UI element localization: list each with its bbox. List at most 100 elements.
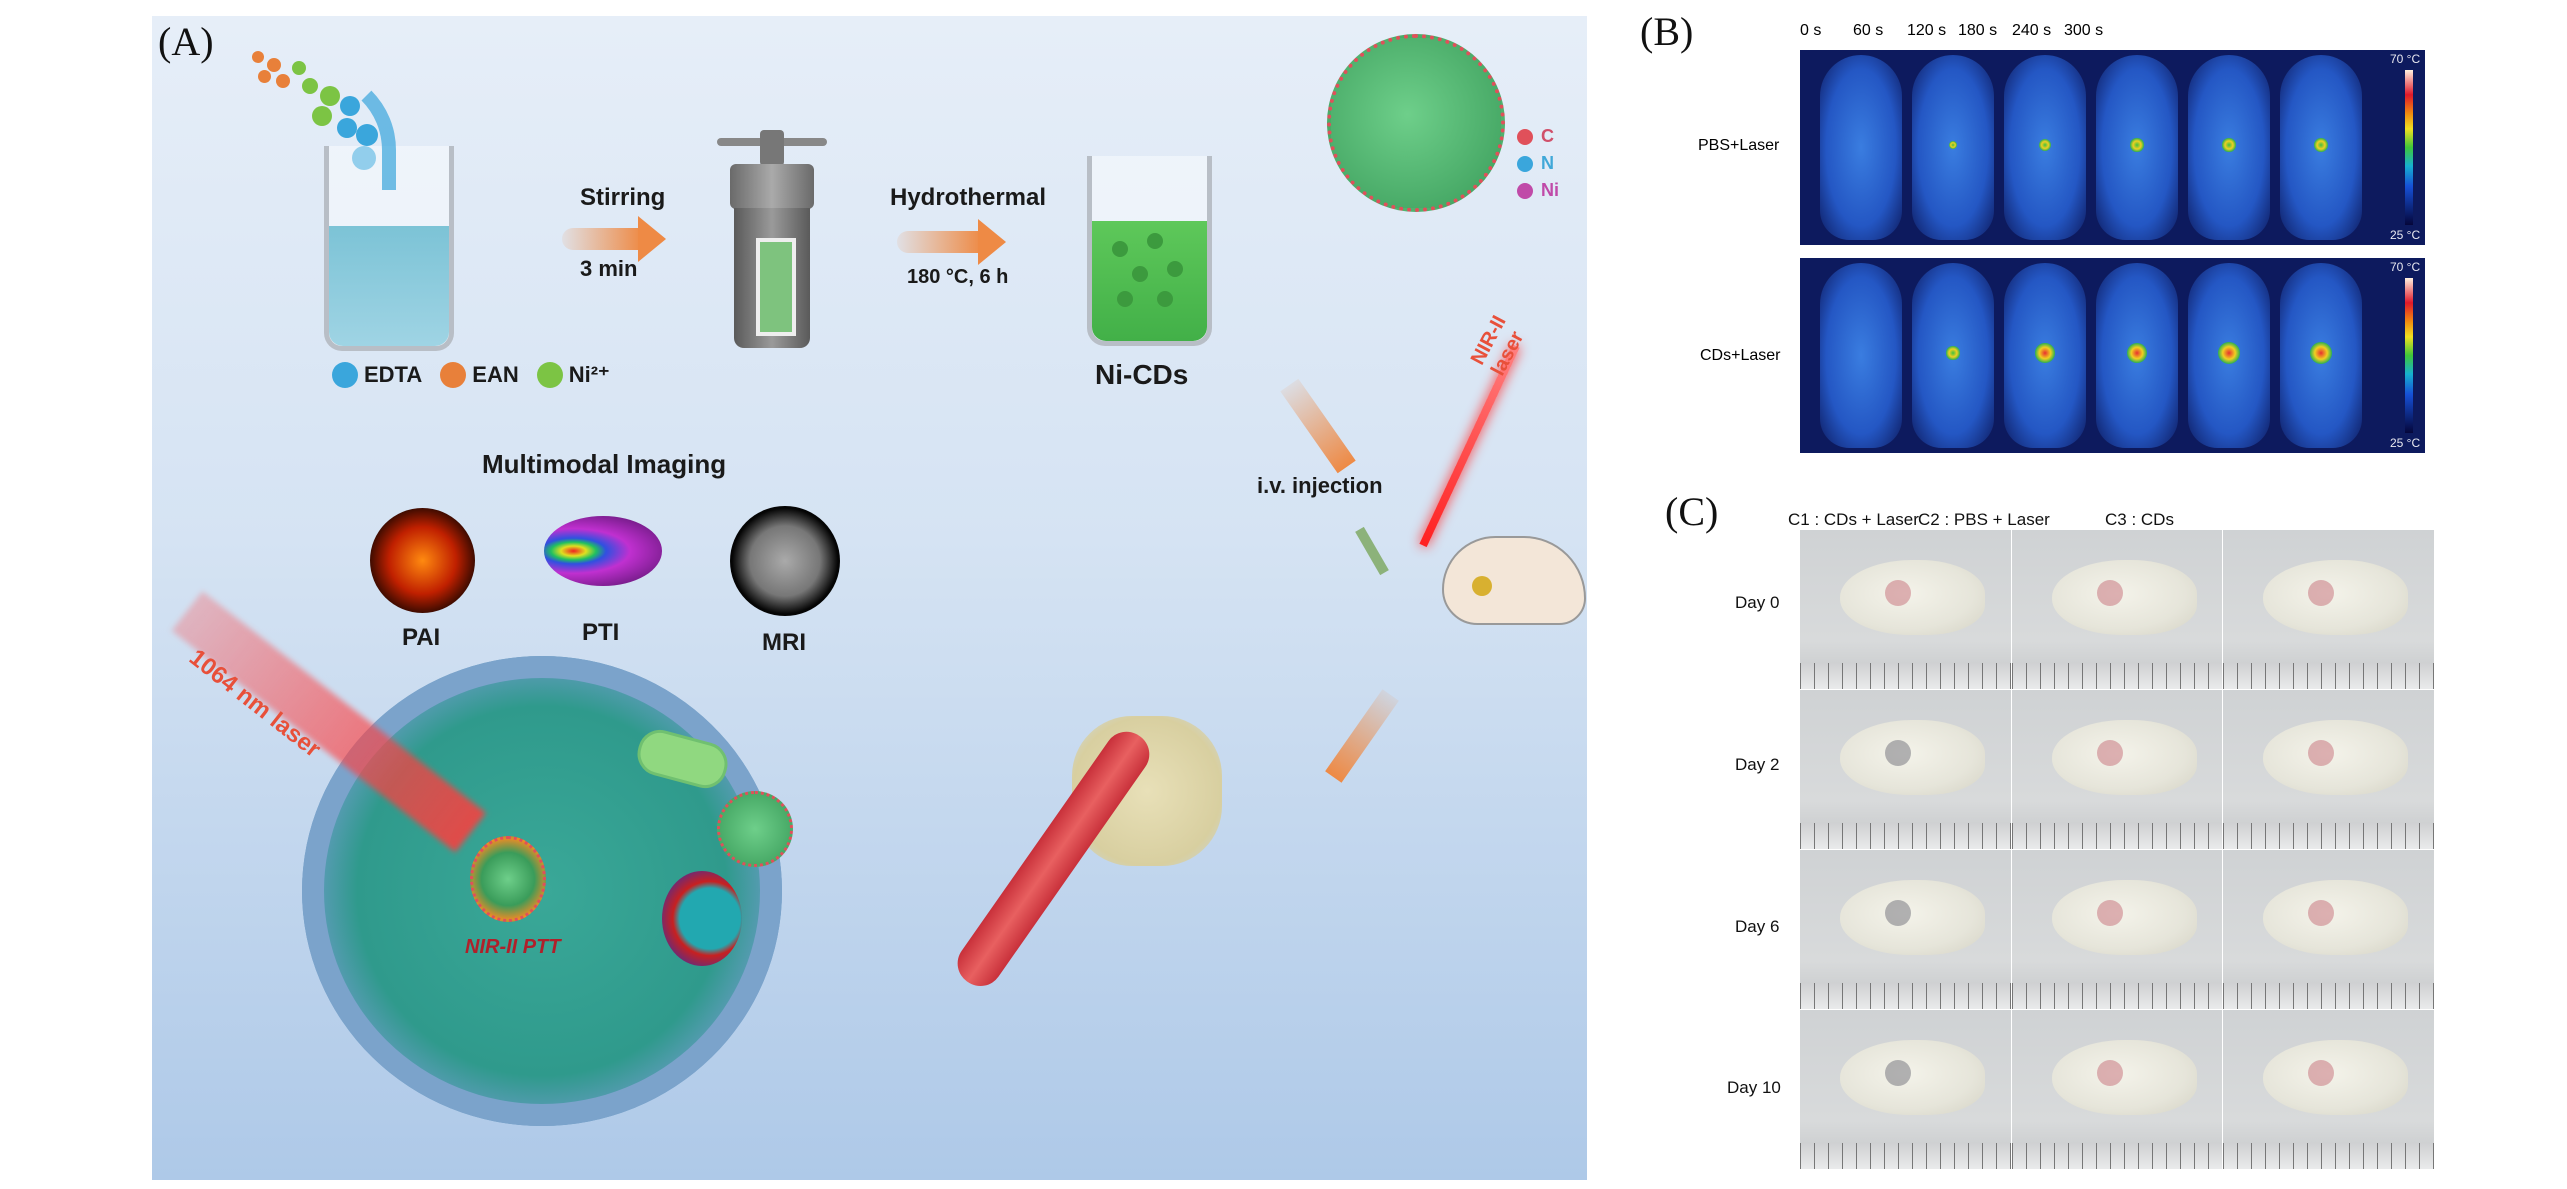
panel-a-schematic: EDTA EAN Ni²⁺ Stirring 3 min Hydrotherma… [152,16,1587,1180]
tumor-site [2308,900,2335,926]
atom-label: N [1541,153,1554,173]
thermal-mouse-image [1820,55,1902,240]
step1-sublabel: 3 min [580,256,638,281]
delivery-arrow-icon [1280,378,1356,474]
colorbar-min-label: 25 °C [2390,228,2421,242]
timepoint-label: 240 s [2012,22,2052,39]
pti-image [544,516,662,586]
legend-item-ean: EAN [440,362,519,388]
injection-label: i.v. injection [1257,473,1383,498]
legend-label: EDTA [364,362,423,387]
pti-label: PTI [582,619,620,646]
step2-label: Hydrothermal [890,184,1047,211]
atom-legend: C N Ni [1517,126,1559,201]
legend-label: Ni²⁺ [568,362,610,387]
step1-label: Stirring [580,184,666,211]
atom-label: C [1541,126,1554,146]
ruler [2223,663,2434,689]
timepoint-label: 180 s [1958,22,1998,39]
mouse-body [2051,560,2197,635]
tumor-site [1885,1060,1911,1086]
row-label-day10: Day 10 [1727,1078,1781,1097]
timepoint-header: 0 s 60 s 120 s 180 s 240 s 300 s [1700,22,2440,52]
step2-sublabel: 180 °C, 6 h [907,266,1009,288]
thermal-mouse-image [1820,263,1902,448]
tumor-site [2096,1060,2123,1086]
column-label-c3: C3 : CDs [2105,510,2174,529]
autoclave-icon [717,130,827,353]
mouse-photo [2011,530,2223,689]
ean-dot-icon [440,362,467,388]
edta-dot-icon [332,362,358,388]
ruler [2223,1143,2434,1169]
thermal-image-row-pbs: 70 °C 25 °C [1800,50,2425,245]
mouse-icon [1442,536,1586,625]
mouse-photo [1800,850,2011,1009]
mouse-photo [1800,530,2011,689]
tumor-site [2096,580,2123,606]
nitrogen-atom-icon [1517,155,1533,172]
mouse-body [2051,720,2197,795]
hotspot-marker [2217,341,2241,365]
legend-label: EAN [472,362,519,387]
mouse-body [2263,720,2409,795]
hotspot-marker [2222,138,2236,152]
row-label-day0: Day 0 [1735,593,1780,612]
pai-label: PAI [402,624,441,651]
atom-label: Ni [1541,180,1559,200]
mouse-photo [2011,1010,2223,1169]
colorbar-min-label: 25 °C [2390,436,2421,450]
legend-item-edta: EDTA [332,362,422,388]
carbon-atom-icon [1517,128,1533,145]
precursor-legend: EDTA EAN Ni²⁺ [332,362,610,388]
hotspot-marker [2130,138,2144,152]
mouse-photo [2223,850,2434,1009]
mouse-photo [2011,850,2223,1009]
mri-image [730,506,840,616]
ruler [2011,1143,2223,1169]
tumor-site [2308,580,2335,606]
mouse-photo [1800,690,2011,849]
hotspot-marker [1948,140,1958,150]
hotspot-marker [2035,343,2055,363]
nucleus-icon [662,871,742,966]
ruler [2011,663,2223,689]
row-label-day6: Day 6 [1735,917,1780,936]
ruler [2011,823,2223,849]
ruler [1800,1143,2011,1169]
ruler [1800,983,2011,1009]
step2-arrow-icon [897,219,1006,265]
mouse-body [2263,1040,2409,1115]
pai-image [370,508,475,613]
tumor-site [2308,1060,2335,1086]
column-label-c1: C1 : CDs + Laser [1788,510,1919,529]
mouse-photo [2223,530,2434,689]
step1-arrow-icon [562,216,666,262]
carbon-dot-entering-icon [717,791,793,867]
nickel-atom-icon [1517,182,1533,199]
mouse-body [1840,880,1985,955]
beaker-ni-cds [1087,156,1212,346]
tumor-photo-grid [1800,530,2435,1170]
colorbar-max-label: 70 °C [2390,52,2421,66]
mouse-photo [1800,1010,2011,1169]
temperature-colorbar [2405,70,2413,225]
nir-laser-label: NIR-II laser [1466,312,1529,380]
vessel-arrow-icon [1325,689,1399,783]
hotspot-marker [1946,346,1960,360]
mouse-body [1840,560,1985,635]
mouse-body [2051,880,2197,955]
ruler [1800,663,2011,689]
syringe-icon [1355,526,1389,576]
ruler [1800,823,2011,849]
hotspot-marker [2314,138,2328,152]
mouse-photo [2011,690,2223,849]
atom-legend-n: N [1517,153,1559,174]
panel-c-label: (C) [1665,489,1719,534]
timepoint-label: 300 s [2064,22,2104,39]
mouse-photo [2223,1010,2434,1169]
timepoint-label: 0 s [1800,22,1822,39]
ruler [2011,983,2223,1009]
row-label-cds-laser: CDs+Laser [1700,347,1781,364]
product-label: Ni-CDs [1095,359,1189,390]
